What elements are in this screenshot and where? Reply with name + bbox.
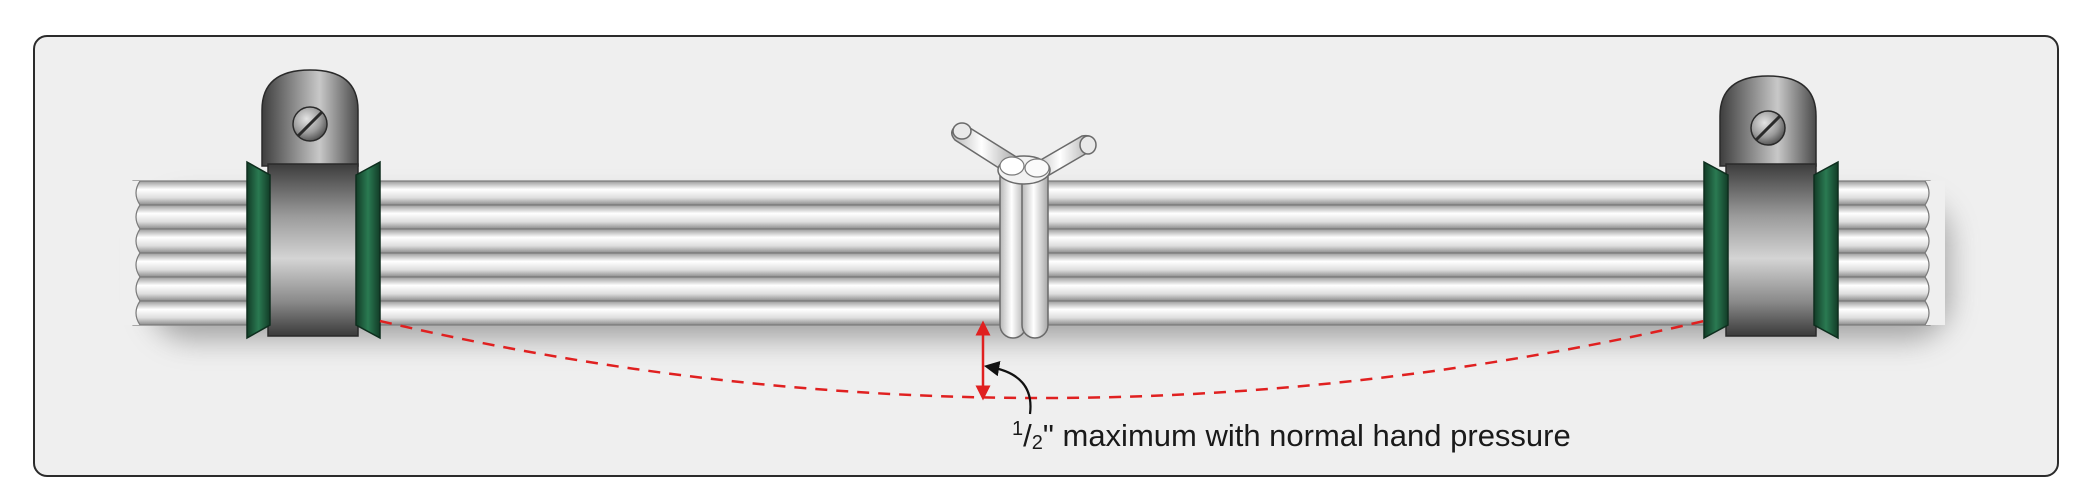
right-clamp <box>1703 75 1839 340</box>
fraction-slash: / <box>1023 418 1032 453</box>
deflection-annotation: 1/2" maximum with normal hand pressure <box>1012 418 1571 454</box>
cushion-left-edge <box>246 160 271 340</box>
annotation-leader <box>983 361 1032 415</box>
annotation-text: " maximum with normal hand pressure <box>1042 418 1571 453</box>
clamp-band <box>1725 163 1817 337</box>
cushion-right-edge <box>355 160 381 340</box>
fraction-numerator: 1 <box>1012 418 1024 440</box>
wire-tie <box>951 122 1097 339</box>
wire-cut-right <box>1925 181 1945 325</box>
tie-strap-right <box>1021 161 1049 339</box>
clamp-band <box>267 163 359 337</box>
wire-cut-left <box>120 181 140 325</box>
left-clamp <box>246 69 381 340</box>
cushion-left-edge <box>1703 160 1729 340</box>
cushion-right-edge <box>1813 160 1839 340</box>
deflection-curve <box>379 319 1705 400</box>
fraction-denominator: 2 <box>1031 432 1043 454</box>
